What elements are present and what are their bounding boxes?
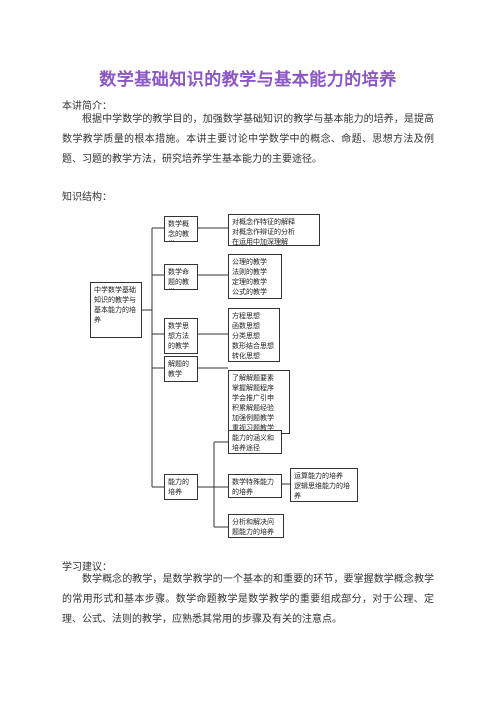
intro-paragraph: 根据中学数学的教学目的，加强数学基础知识的教学与基本能力的培养，是提高数学教学质…: [62, 114, 434, 165]
study-label: 学习建议：: [62, 562, 112, 573]
knowledge-structure-diagram: 中学数学基础知识的教学与基本能力的培养 数学概念的教学 对概念作特征的解释 对概…: [90, 210, 430, 540]
root-node: 中学数学基础知识的教学与基本能力的培养: [90, 282, 142, 338]
intro-label: 本讲简介：: [62, 101, 112, 112]
branch-proposition-teaching: 数学命题的教学: [164, 264, 198, 290]
sub-ability-meaning: 能力的涵义和培养途径: [228, 430, 282, 454]
diagram-connectors: [142, 227, 290, 528]
detail-concept-teaching: 对概念作特征的解释 对概念作辩证的分析 在运用中加深理解: [228, 214, 320, 246]
detail-thinking-methods: 方程思想 函数思想 分类思想 数形结合思想 转化思想: [228, 308, 280, 362]
page-title: 数学基础知识的教学与基本能力的培养: [99, 70, 397, 90]
branch-problem-solving: 解题的教学: [164, 356, 198, 382]
branch-thinking-methods: 数学思想方法的教学: [164, 318, 198, 354]
branch-ability-cultivation: 能力的培养: [164, 474, 198, 500]
detail-problem-solving: 了解解题要素 掌握解题程序 学会推广引申 积累解题经验 加强例题教学 重视习题教…: [228, 370, 290, 434]
structure-label: 知识结构：: [62, 192, 112, 203]
detail-special-ability: 运算能力的培养 逻辑思维能力的培养 空间想象能力的培养: [290, 468, 358, 502]
sub-special-ability: 数学特殊能力的培养: [228, 474, 282, 498]
detail-proposition-teaching: 公理的教学 法则的教学 定理的教学 公式的教学: [228, 254, 282, 299]
study-paragraph: 数学概念的教学，是数学教学的一个基本的和重要的环节，要掌握数学概念教学的常用形式…: [62, 574, 434, 625]
branch-concept-teaching: 数学概念的教学: [164, 216, 198, 242]
sub-problem-analysis: 分析和解决问题能力的培养: [228, 514, 284, 538]
